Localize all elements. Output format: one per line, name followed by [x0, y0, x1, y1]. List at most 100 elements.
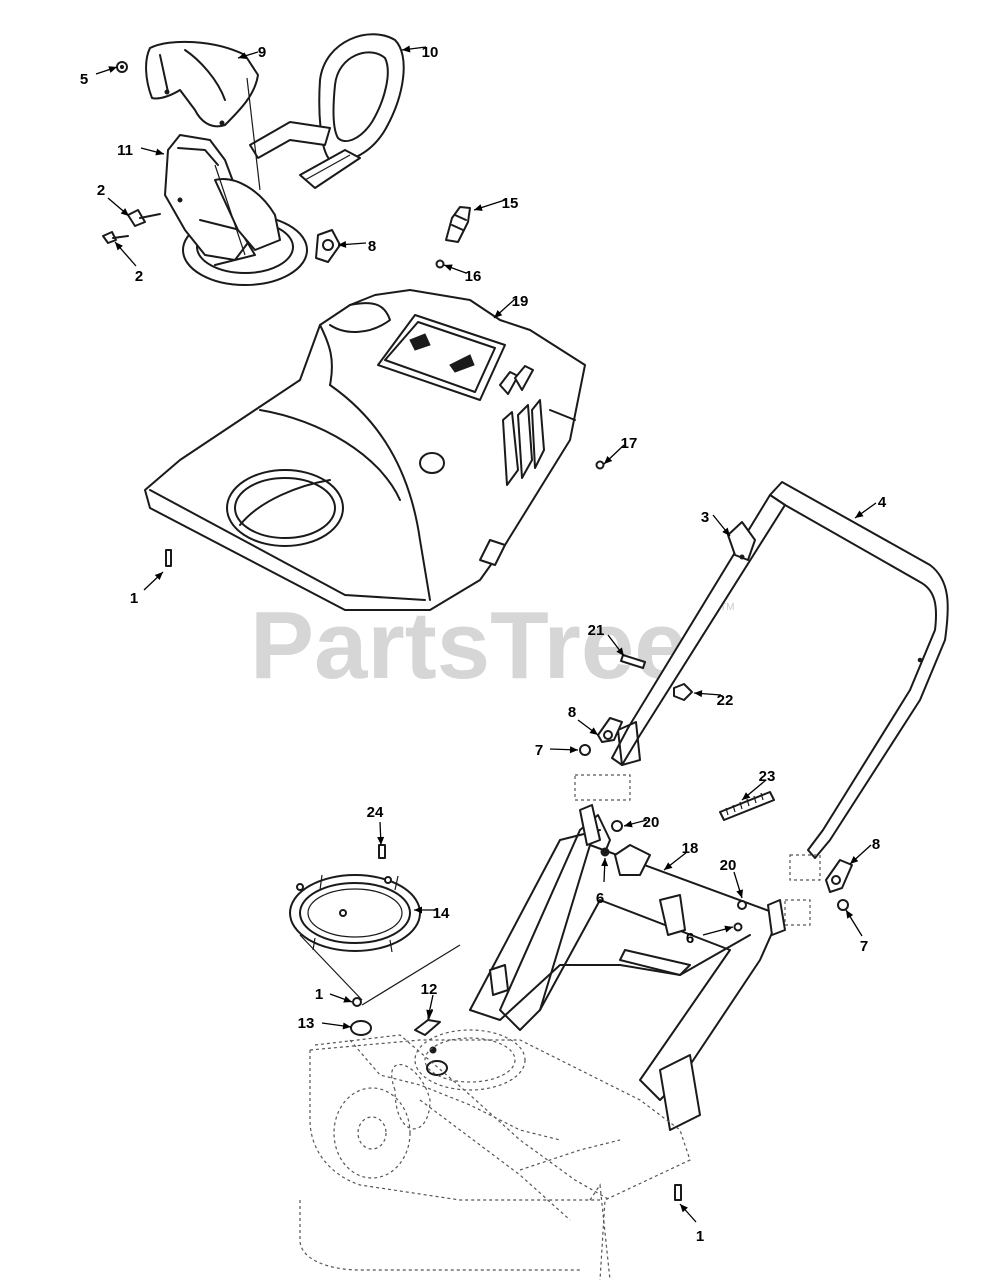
- callout-label: 10: [422, 44, 439, 61]
- callout-label: 7: [860, 938, 868, 955]
- callout-label: 15: [502, 195, 519, 212]
- part-nut-6-right[interactable]: [733, 922, 743, 932]
- callout-arrowhead: [846, 910, 854, 919]
- callout-16[interactable]: 16: [443, 264, 482, 285]
- watermark-trademark: TM: [720, 602, 734, 613]
- part-bolt-20-right[interactable]: [737, 900, 747, 910]
- callout-24[interactable]: 24: [367, 804, 385, 846]
- callout-label: 17: [621, 435, 638, 452]
- watermark-text: PartsTree: [250, 592, 688, 699]
- part-knob-8-top[interactable]: [315, 229, 341, 263]
- callout-arrowhead: [342, 1022, 351, 1030]
- callout-23[interactable]: 23: [741, 768, 775, 801]
- callout-label: 20: [720, 857, 737, 874]
- part-bolt-1-lower-left[interactable]: [352, 997, 362, 1007]
- callout-label: 2: [135, 268, 143, 285]
- callout-label: 24: [367, 804, 384, 821]
- part-nut-5[interactable]: [116, 61, 128, 73]
- callout-1[interactable]: 1: [315, 986, 353, 1003]
- callout-22[interactable]: 22: [693, 690, 733, 709]
- part-pin-21[interactable]: [620, 654, 646, 669]
- callout-label: 16: [465, 268, 482, 285]
- part-lower-handle[interactable]: [469, 774, 821, 1131]
- part-bolts-2[interactable]: [102, 209, 161, 244]
- callout-arrowhead: [664, 862, 673, 870]
- callout-18[interactable]: 18: [663, 840, 699, 871]
- callout-1[interactable]: 1: [679, 1203, 704, 1245]
- callout-label: 18: [682, 840, 699, 857]
- callout-label: 3: [701, 509, 709, 526]
- part-bolt-7-right[interactable]: [837, 899, 849, 911]
- part-knob-8-right[interactable]: [825, 859, 853, 893]
- callout-14[interactable]: 14: [414, 905, 450, 922]
- callout-label: 1: [696, 1228, 704, 1245]
- callout-label: 5: [80, 71, 88, 88]
- callout-20[interactable]: 20: [720, 857, 743, 899]
- part-bolt-1-upper[interactable]: [165, 549, 172, 567]
- callout-4[interactable]: 4: [854, 494, 887, 519]
- callout-7[interactable]: 7: [845, 909, 868, 955]
- callout-11[interactable]: 11: [117, 142, 165, 159]
- callout-8[interactable]: 8: [568, 704, 599, 736]
- part-knob-22[interactable]: [673, 683, 693, 701]
- callout-label: 8: [568, 704, 576, 721]
- callout-arrowhead: [108, 66, 117, 73]
- callout-arrowhead: [154, 572, 163, 581]
- part-screw-17[interactable]: [595, 460, 605, 470]
- part-chute-handle[interactable]: [249, 33, 405, 189]
- callout-12[interactable]: 12: [421, 981, 438, 1019]
- callout-6[interactable]: 6: [686, 925, 734, 947]
- callout-arrowhead: [742, 792, 751, 800]
- callout-arrowhead: [120, 208, 129, 216]
- part-knob-8-left[interactable]: [597, 717, 623, 743]
- callout-arrowhead: [722, 527, 730, 536]
- callout-arrowhead: [624, 820, 633, 828]
- callout-5[interactable]: 5: [80, 66, 118, 88]
- part-chute-deflector[interactable]: [145, 40, 259, 128]
- callout-arrowhead: [694, 690, 703, 698]
- part-pin-15[interactable]: [445, 206, 471, 243]
- assembly-lines: [246, 77, 461, 1006]
- part-disc-13[interactable]: [350, 1020, 448, 1076]
- callout-2[interactable]: 2: [114, 241, 143, 285]
- callout-3[interactable]: 3: [701, 509, 731, 537]
- callout-17[interactable]: 17: [603, 435, 638, 465]
- part-nut-6-left[interactable]: [600, 847, 610, 857]
- part-bolt-1-lower-right[interactable]: [674, 1184, 682, 1201]
- callout-10[interactable]: 10: [401, 44, 439, 61]
- part-screw-16[interactable]: [435, 259, 445, 269]
- part-shroud[interactable]: [144, 289, 586, 611]
- callout-7[interactable]: 7: [535, 742, 579, 759]
- callout-arrowhead: [569, 746, 578, 754]
- part-screw-24[interactable]: [378, 844, 386, 859]
- callout-1[interactable]: 1: [130, 571, 164, 607]
- callout-19[interactable]: 19: [493, 293, 528, 319]
- callout-arrowhead: [604, 455, 613, 464]
- callout-label: 1: [315, 986, 323, 1003]
- callout-9[interactable]: 9: [237, 44, 266, 61]
- callout-8[interactable]: 8: [337, 238, 376, 255]
- callout-2[interactable]: 2: [97, 182, 130, 217]
- callout-6[interactable]: 6: [596, 857, 609, 907]
- callout-15[interactable]: 15: [473, 195, 519, 212]
- part-bolt-20-left[interactable]: [611, 820, 623, 832]
- callout-arrowhead: [426, 1009, 434, 1018]
- part-bolt-7-left[interactable]: [579, 744, 591, 756]
- callout-20[interactable]: 20: [623, 814, 659, 831]
- watermark: PartsTree TM: [250, 592, 734, 699]
- part-ring-14[interactable]: [289, 874, 421, 953]
- callout-arrowhead: [616, 647, 624, 656]
- callout-8[interactable]: 8: [849, 836, 880, 865]
- part-chute-base[interactable]: [164, 134, 308, 286]
- callout-21[interactable]: 21: [588, 622, 625, 657]
- callout-arrowhead: [115, 242, 123, 251]
- part-upper-handle[interactable]: [611, 481, 949, 859]
- callout-13[interactable]: 13: [298, 1015, 352, 1032]
- callout-arrowhead: [343, 995, 352, 1003]
- part-spring-23[interactable]: [719, 791, 775, 821]
- callout-label: 7: [535, 742, 543, 759]
- callout-label: 6: [596, 890, 604, 907]
- callout-label: 13: [298, 1015, 315, 1032]
